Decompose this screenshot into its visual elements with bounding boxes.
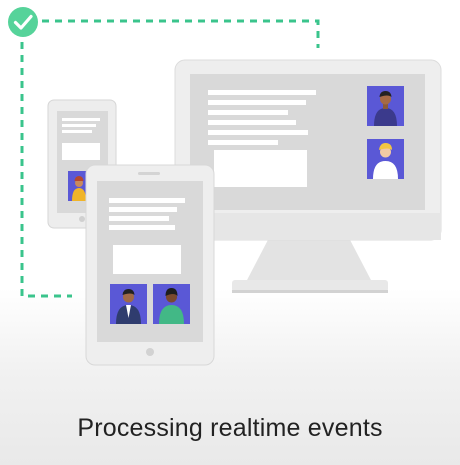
check-icon [8,7,38,37]
tablet-device [85,164,215,366]
desktop-text-lines [208,90,316,145]
tablet-text-lines [109,198,185,230]
dashed-connector [20,19,320,298]
person-icon [367,86,404,126]
person-icon [68,171,90,201]
tablet-content-block [113,245,181,274]
person-icon [110,284,147,324]
desktop-monitor [174,59,442,293]
person-icon [153,284,190,324]
person-icon [367,139,404,179]
caption-text: Processing realtime events [77,414,383,442]
desktop-content-block [214,150,307,187]
